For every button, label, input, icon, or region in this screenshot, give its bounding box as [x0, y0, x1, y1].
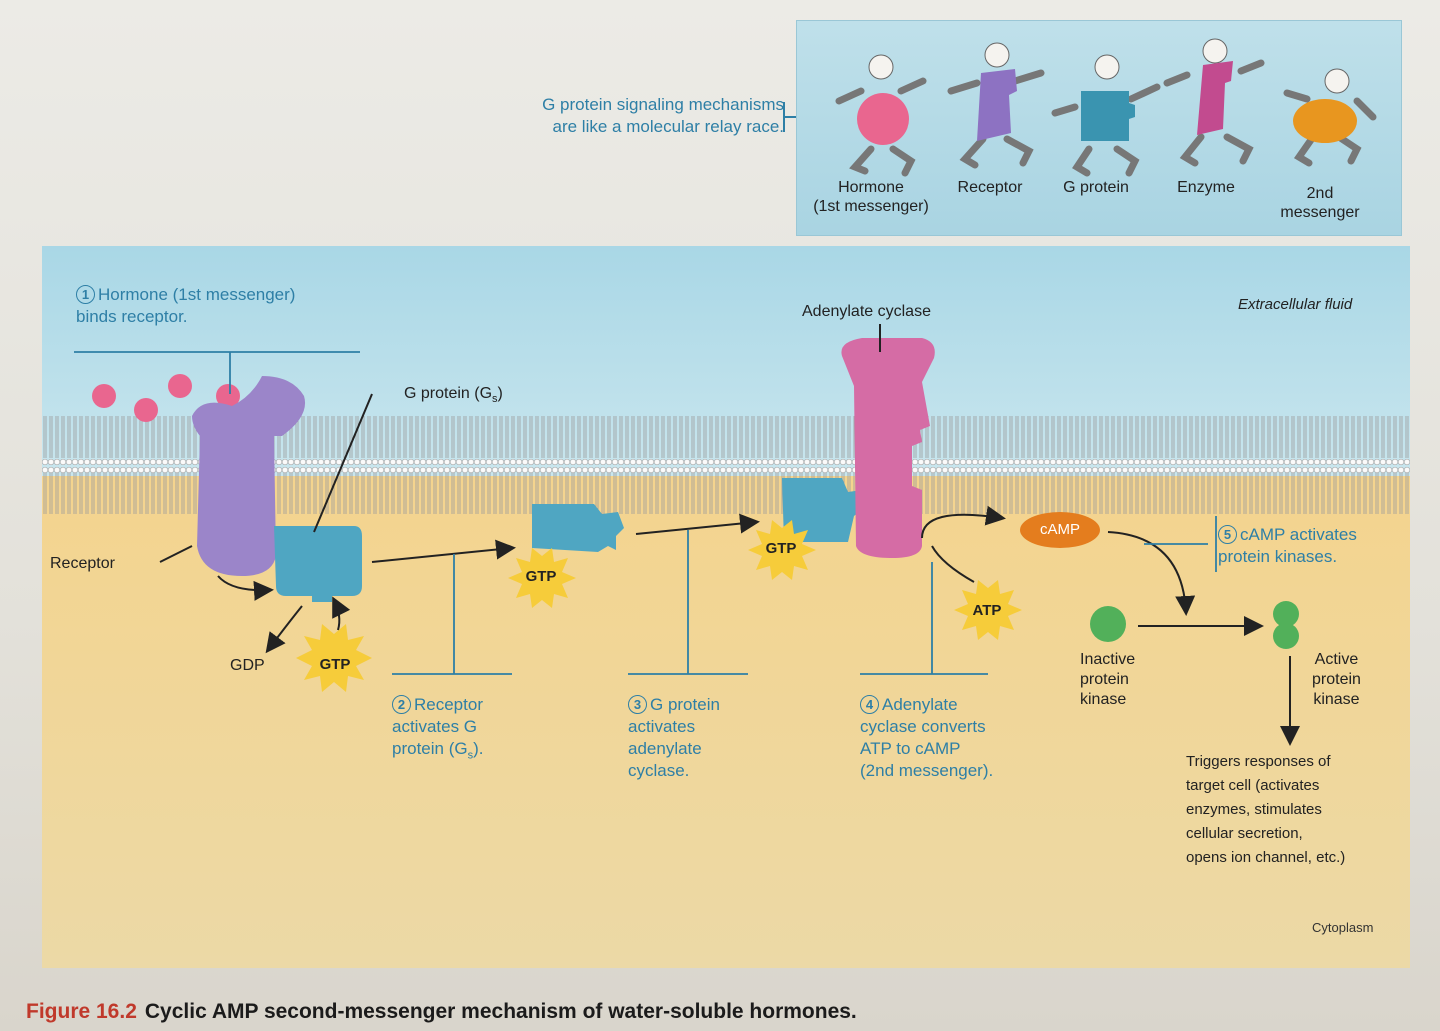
- figure-title: Cyclic AMP second-messenger mechanism of…: [144, 1000, 857, 1023]
- gdp-label: GDP: [230, 657, 265, 674]
- step-4-text: Adenylate cyclase converts ATP to cAMP (…: [860, 695, 994, 780]
- receptor-protein: [192, 376, 306, 576]
- figure-number: Figure 16.2: [26, 1000, 137, 1023]
- relay-label-second-messenger: 2nd messenger: [1280, 185, 1360, 221]
- step-3-number: 3: [628, 695, 647, 714]
- atp-label: ATP: [972, 602, 1002, 619]
- receptor-label: Receptor: [50, 555, 115, 572]
- step-5-text: cAMP activates protein kinases.: [1218, 525, 1357, 566]
- gtp-star-2: [508, 548, 576, 608]
- relay-runners-art: [835, 38, 1377, 177]
- runner-receptor: [947, 42, 1045, 169]
- runner-gprotein: [1051, 54, 1161, 177]
- hormone-molecules: [92, 374, 240, 422]
- step-2-text: Receptor activates G protein (G: [392, 695, 483, 758]
- gtp-label-1: GTP: [319, 656, 351, 673]
- gprotein-label: G protein (Gs): [404, 384, 503, 409]
- gtp-star-1: [296, 624, 372, 692]
- cytoplasm-label: Cytoplasm: [1312, 920, 1374, 935]
- gprotein-label-sub: s: [492, 393, 498, 406]
- gprotein-moving: [532, 504, 624, 552]
- gtp-label-3: GTP: [765, 540, 797, 557]
- camp-label: cAMP: [1039, 521, 1080, 538]
- relay-label-hormone: Hormone (1st messenger): [813, 179, 929, 215]
- relay-label-receptor: Receptor: [957, 179, 1023, 196]
- adenylate-cyclase-protein: [841, 338, 935, 558]
- atp-star: [954, 580, 1022, 640]
- gprotein-label-end: ): [497, 385, 503, 402]
- gtp-label-2: GTP: [525, 568, 557, 585]
- diagram-art: [42, 246, 1410, 968]
- runner-enzyme: [1163, 38, 1265, 167]
- gprotein-inactive: [274, 526, 362, 602]
- figure-caption: Figure 16.2 Cyclic AMP second-messenger m…: [26, 1000, 857, 1024]
- relay-panel: [796, 20, 1402, 236]
- main-diagram-panel: [42, 246, 1410, 968]
- relay-label-gprotein: G protein: [1063, 179, 1129, 196]
- gprotein-label-text: G protein (G: [404, 385, 493, 402]
- gtp-star-3: [748, 520, 816, 580]
- step-1-text: Hormone (1st messenger) binds receptor.: [76, 285, 296, 326]
- runner-hormone: [835, 54, 927, 177]
- step-4-number: 4: [860, 695, 879, 714]
- adenylate-cyclase-label: Adenylate cyclase: [802, 303, 931, 320]
- step-2-number: 2: [392, 695, 411, 714]
- inactive-kinase: [1090, 606, 1126, 642]
- inactive-kinase-label: Inactive protein kinase: [1080, 651, 1136, 708]
- responses-label: Triggers responses of target cell (activ…: [1186, 753, 1346, 866]
- relay-caption: G protein signaling mechanisms are like …: [542, 95, 784, 136]
- gprotein-bound: [782, 478, 864, 542]
- active-kinase: [1273, 601, 1299, 649]
- step-1-number: 1: [76, 285, 95, 304]
- adenylate-cyclase-leader: [879, 324, 881, 352]
- step-3-text: G protein activates adenylate cyclase.: [628, 695, 720, 780]
- step-2-sub: s: [467, 749, 474, 762]
- pathway-arrows: [159, 393, 1300, 746]
- step-5-number: 5: [1218, 525, 1237, 544]
- callout-leaders: [74, 351, 1217, 675]
- extracellular-label: Extracellular fluid: [1238, 296, 1353, 313]
- step-2-end: ).: [473, 739, 484, 758]
- camp-molecule: [1020, 512, 1100, 548]
- active-kinase-label: Active protein kinase: [1312, 651, 1361, 708]
- runner-second-messenger: [1283, 68, 1377, 167]
- relay-label-enzyme: Enzyme: [1177, 179, 1235, 196]
